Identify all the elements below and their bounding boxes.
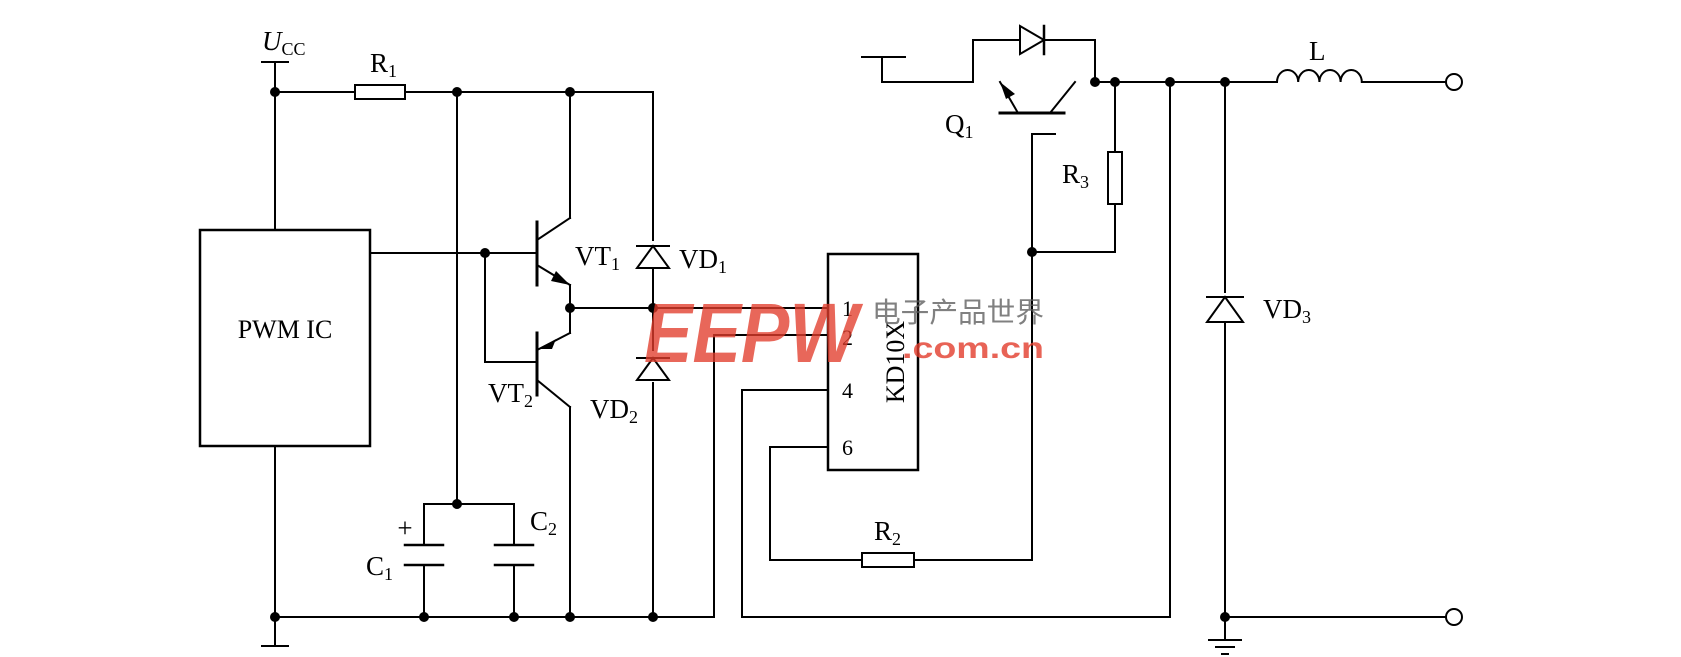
- watermark-chinese: 电子产品世界: [872, 296, 1044, 329]
- vd2-label: VD2: [590, 394, 638, 427]
- pin-2-label: 2: [842, 325, 853, 350]
- c2-label: C2: [530, 506, 557, 539]
- ucc-label: UCC: [262, 26, 306, 59]
- pin-1-label: 1: [842, 296, 853, 321]
- diode-vd1: [635, 244, 671, 269]
- driver-ic-label: KD10X: [881, 321, 910, 404]
- resistor-r2: [861, 552, 915, 568]
- capacitor-c2: [493, 543, 535, 567]
- vt2-label: VT2: [488, 378, 533, 411]
- c1-polarity-label: +: [397, 513, 412, 543]
- transistor-q1: [998, 80, 1077, 135]
- capacitor-c1: +: [397, 513, 445, 567]
- eepw-watermark: EEPW 电子产品世界 .com.cn: [644, 286, 1044, 380]
- resistor-r1: [354, 84, 406, 100]
- r1-label: R1: [370, 48, 397, 81]
- watermark-url: .com.cn: [902, 332, 1044, 365]
- transistor-vt2: [535, 331, 572, 409]
- watermark-brand: EEPW: [644, 286, 864, 380]
- component-labels: UCC R1 VT1 VT2 VD1 VD2 C1 C2 Q1 R3 R2 VD…: [262, 26, 1326, 584]
- output-terminals: [1445, 73, 1463, 626]
- c1-label: C1: [366, 551, 393, 584]
- pwm-ic-label: PWM IC: [238, 315, 333, 344]
- r2-label: R2: [874, 516, 901, 549]
- junction-dots: [270, 77, 1230, 622]
- inductor-l: [1275, 69, 1363, 84]
- pwm-ic: PWM IC: [198, 228, 372, 448]
- wires: [261, 39, 1447, 647]
- driver-ic: 1 2 4 6 KD10X: [826, 252, 920, 472]
- diode-vd3: [1205, 295, 1245, 323]
- r3-label: R3: [1062, 159, 1089, 192]
- transistor-vt1: [535, 216, 572, 287]
- inductor-label: L: [1309, 36, 1326, 66]
- diode-q1-flyback: [1019, 24, 1046, 56]
- pin-6-label: 6: [842, 435, 853, 460]
- vd3-label: VD3: [1263, 294, 1311, 327]
- resistor-r3: [1107, 151, 1123, 205]
- vt1-label: VT1: [575, 241, 620, 274]
- q1-label: Q1: [945, 109, 974, 142]
- diode-vd2: [635, 356, 671, 381]
- vd1-label: VD1: [679, 244, 727, 277]
- ground-symbol: [1208, 639, 1242, 655]
- pin-4-label: 4: [842, 378, 853, 403]
